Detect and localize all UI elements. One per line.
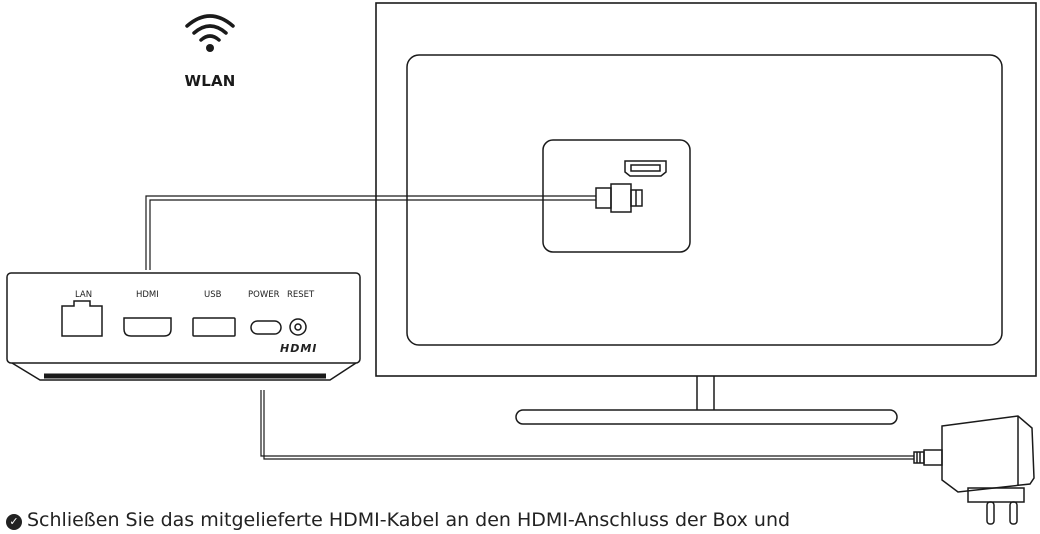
hdmi-plug-icon (595, 183, 643, 213)
tv-hdmi-port-icon (624, 160, 667, 177)
power-adapter-icon (941, 415, 1035, 525)
tv-stand (515, 376, 898, 425)
hdmi-port-icon (123, 317, 172, 337)
instruction-caption: ✓ Schließen Sie das mitgelieferte HDMI-Ka… (6, 508, 1036, 532)
streaming-box (6, 272, 361, 381)
tv-bezel (375, 2, 1037, 377)
port-label-usb: USB (204, 290, 222, 300)
port-label-hdmi: HDMI (136, 290, 159, 300)
power-cable-strain-relief (913, 449, 943, 466)
hdmi-cable (145, 183, 643, 270)
lan-port-icon (61, 300, 103, 337)
check-circle-icon: ✓ (6, 514, 22, 530)
television (375, 2, 1037, 425)
usb-port-icon (192, 317, 236, 337)
port-label-lan: LAN (75, 290, 93, 300)
wifi-label: WLAN (184, 72, 236, 90)
port-label-reset: RESET (287, 290, 315, 300)
port-label-power: POWER (248, 290, 280, 300)
reset-button-icon (289, 318, 307, 336)
wifi-icon (185, 14, 235, 52)
power-port-icon (250, 320, 282, 335)
instruction-text: Schließen Sie das mitgelieferte HDMI-Kab… (27, 509, 791, 531)
hdmi-logo: HDMI (280, 342, 318, 355)
power-cable (260, 390, 943, 466)
